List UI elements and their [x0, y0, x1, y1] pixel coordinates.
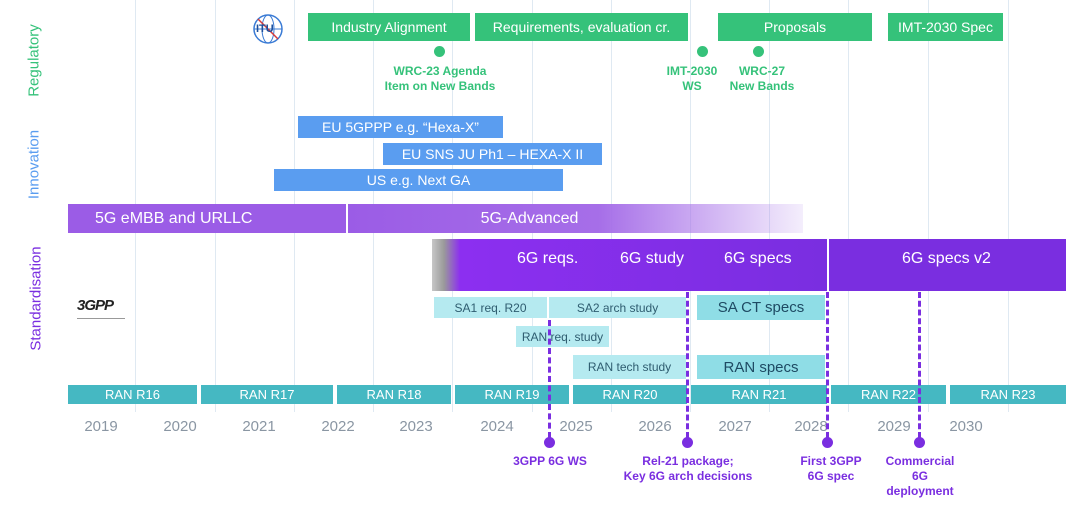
ran-req-study-box: RAN req. study	[516, 326, 609, 347]
release-r23: RAN R23	[950, 385, 1066, 404]
release-r19: RAN R19	[455, 385, 569, 404]
year-label: 2028	[794, 418, 828, 435]
release-r18: RAN R18	[337, 385, 451, 404]
year-label: 2030	[949, 418, 983, 435]
year-label: 2027	[718, 418, 752, 435]
6g-study-label: 6G study	[620, 250, 685, 267]
3gpp-logo: 3GPP	[77, 297, 127, 325]
industry-alignment-bar: Industry Alignment	[308, 13, 470, 41]
gridline	[1008, 0, 1009, 412]
purple-burst-icon	[682, 437, 693, 448]
itu-logo: ITU	[252, 13, 284, 45]
milestone-dashed-line	[548, 320, 551, 438]
ran-tech-study-box: RAN tech study	[573, 355, 686, 379]
eu-5gppp-bar: EU 5GPPP e.g. “Hexa-X”	[298, 116, 503, 138]
release-r17: RAN R17	[201, 385, 333, 404]
milestone-dashed-line	[918, 292, 921, 438]
milestone-dashed-line	[826, 292, 829, 438]
wrc27-milestone: WRC-27 New Bands	[729, 64, 795, 93]
6g-specs-v2-label: 6G specs v2	[902, 250, 991, 267]
purple-burst-icon	[544, 437, 555, 448]
green-burst-icon	[753, 46, 764, 57]
requirements-bar: Requirements, evaluation cr.	[475, 13, 688, 41]
year-label: 2025	[559, 418, 593, 435]
year-label: 2019	[84, 418, 118, 435]
5g-embb-urllc-bar: 5G eMBB and URLLC	[68, 204, 346, 233]
release-r20: RAN R20	[573, 385, 687, 404]
sa1-req-box: SA1 req. R20	[434, 297, 547, 318]
year-label: 2029	[877, 418, 911, 435]
year-label: 2024	[480, 418, 514, 435]
eu-sns-ju-bar: EU SNS JU Ph1 – HEXA-X II	[383, 143, 602, 165]
6g-phase-bar	[432, 239, 827, 291]
standardisation-label: Standardisation	[27, 246, 45, 351]
first-3gpp-6g-spec-milestone: First 3GPP 6G spec	[800, 454, 862, 483]
sa-ct-specs-box: SA CT specs	[697, 295, 825, 320]
release-r16: RAN R16	[68, 385, 197, 404]
green-burst-icon	[434, 46, 445, 57]
gridline	[928, 0, 929, 412]
year-label: 2020	[163, 418, 197, 435]
imt2030-ws-milestone: IMT-2030 WS	[666, 64, 718, 93]
regulatory-label: Regulatory	[25, 24, 43, 97]
year-label: 2026	[638, 418, 672, 435]
innovation-label: Innovation	[25, 129, 43, 200]
milestone-dashed-line	[686, 292, 689, 438]
6g-reqs-label: 6G reqs.	[517, 250, 579, 267]
year-label: 2022	[321, 418, 355, 435]
sa2-arch-box: SA2 arch study	[549, 297, 686, 318]
rel21-package-milestone: Rel-21 package; Key 6G arch decisions	[623, 454, 753, 483]
3gpp-6g-ws-milestone: 3GPP 6G WS	[513, 454, 587, 468]
purple-burst-icon	[822, 437, 833, 448]
ran-specs-box: RAN specs	[697, 355, 825, 379]
imt-2030-spec-bar: IMT-2030 Spec	[888, 13, 1003, 41]
release-r21: RAN R21	[691, 385, 827, 404]
release-r22: RAN R22	[831, 385, 946, 404]
purple-burst-icon	[914, 437, 925, 448]
commercial-6g-deployment-milestone: Commercial 6G deployment	[885, 454, 955, 498]
proposals-bar: Proposals	[718, 13, 872, 41]
us-next-ga-bar: US e.g. Next GA	[274, 169, 563, 191]
year-label: 2023	[399, 418, 433, 435]
year-label: 2021	[242, 418, 276, 435]
green-burst-icon	[697, 46, 708, 57]
6g-specs-label: 6G specs	[724, 250, 792, 267]
wrc23-milestone: WRC-23 Agenda Item on New Bands	[384, 64, 496, 93]
5g-advanced-bar: 5G-Advanced	[348, 204, 803, 233]
6g-specs-v2-bar	[829, 239, 1066, 291]
gridline	[848, 0, 849, 412]
